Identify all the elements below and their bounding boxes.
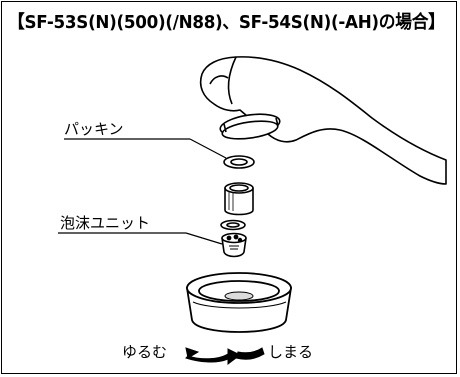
label-loosen: ゆるむ — [122, 343, 168, 361]
adapter-cylinder — [224, 182, 254, 216]
leader-lines — [58, 138, 227, 245]
label-packing: パッキン — [64, 120, 124, 138]
cap-housing — [185, 272, 293, 333]
label-tighten: しまる — [268, 343, 314, 361]
packing-ring — [223, 155, 255, 169]
foam-unit-part — [221, 232, 247, 258]
label-foam-unit: 泡沫ユニット — [60, 214, 151, 232]
diagram-title: 【SF-53S(N)(500)(/N88)、SF-54S(N)(-AH)の場合】 — [8, 12, 445, 33]
faucet-spout — [199, 56, 447, 185]
rotation-arrows — [185, 347, 265, 365]
o-ring — [220, 219, 246, 231]
